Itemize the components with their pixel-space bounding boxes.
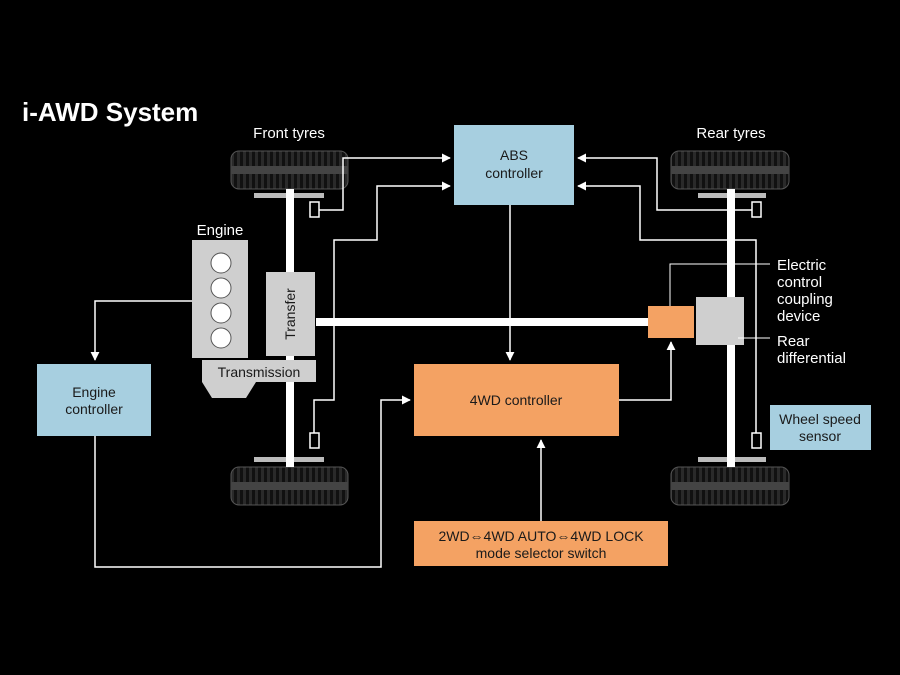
front-top-sensor-wire xyxy=(319,153,451,211)
rear-bottom-speed-sensor xyxy=(751,432,762,449)
engine-to-controller-wire xyxy=(90,300,192,361)
4wd-to-coupling-wire xyxy=(619,341,676,401)
engine-controller-box: Engine controller xyxy=(37,364,151,436)
svg-text:Engine: Engine xyxy=(72,384,116,400)
front-left-tyre xyxy=(230,150,349,190)
svg-text:sensor: sensor xyxy=(799,428,841,444)
engine-block xyxy=(192,240,248,358)
svg-text:coupling: coupling xyxy=(777,291,833,308)
front-tyres-label: Front tyres xyxy=(253,125,325,142)
mode-selector-switch-box: 2WD⇔4WD AUTO⇔4WD LOCK mode selector swit… xyxy=(414,521,668,566)
engine-controller-to-4wd-wire xyxy=(94,395,411,568)
signal-wiring xyxy=(90,153,757,568)
fwd-controller-box: 4WD controller xyxy=(414,364,619,436)
svg-text:Rear: Rear xyxy=(777,333,810,350)
transmission xyxy=(202,360,316,398)
rear-differential-label: Rear differential xyxy=(777,333,846,367)
front-right-tyre xyxy=(230,466,349,506)
wheel-speed-sensor-box: Wheel speed sensor xyxy=(770,405,871,450)
svg-text:2WD⇔4WD AUTO⇔4WD LOCK: 2WD⇔4WD AUTO⇔4WD LOCK xyxy=(438,528,644,544)
front-bottom-sensor-wire xyxy=(313,181,451,433)
rear-left-tyre xyxy=(670,150,790,190)
rear-differential xyxy=(696,297,744,345)
front-bottom-speed-sensor xyxy=(309,432,320,449)
svg-text:Wheel speed: Wheel speed xyxy=(779,411,861,427)
svg-text:device: device xyxy=(777,308,820,325)
coupling-device xyxy=(648,306,694,338)
engine-label: Engine xyxy=(197,222,244,239)
front-top-speed-sensor xyxy=(309,201,320,218)
rear-right-tyre xyxy=(670,466,790,506)
svg-text:Electric: Electric xyxy=(777,257,827,274)
abs-controller-box: ABS controller xyxy=(454,125,574,205)
rear-tyres-label: Rear tyres xyxy=(696,125,765,142)
propeller-shaft xyxy=(316,318,650,326)
transmission-label: Transmission xyxy=(218,364,301,380)
coupling-leader-line xyxy=(669,263,770,306)
svg-text:ABS: ABS xyxy=(500,147,528,163)
coupling-device-label: Electric control coupling device xyxy=(777,257,833,325)
svg-text:control: control xyxy=(777,274,822,291)
transfer-label: Transfer xyxy=(282,288,298,340)
rear-top-sensor-wire xyxy=(577,153,752,211)
svg-text:controller: controller xyxy=(485,165,543,181)
svg-text:4WD controller: 4WD controller xyxy=(470,392,563,408)
svg-text:mode selector switch: mode selector switch xyxy=(476,545,607,561)
svg-text:controller: controller xyxy=(65,401,123,417)
diagram-title: i-AWD System xyxy=(22,97,198,127)
rear-top-speed-sensor xyxy=(751,201,762,218)
transfer-case xyxy=(266,272,315,356)
rear-bottom-sensor-wire xyxy=(577,181,757,433)
svg-text:differential: differential xyxy=(777,350,846,367)
